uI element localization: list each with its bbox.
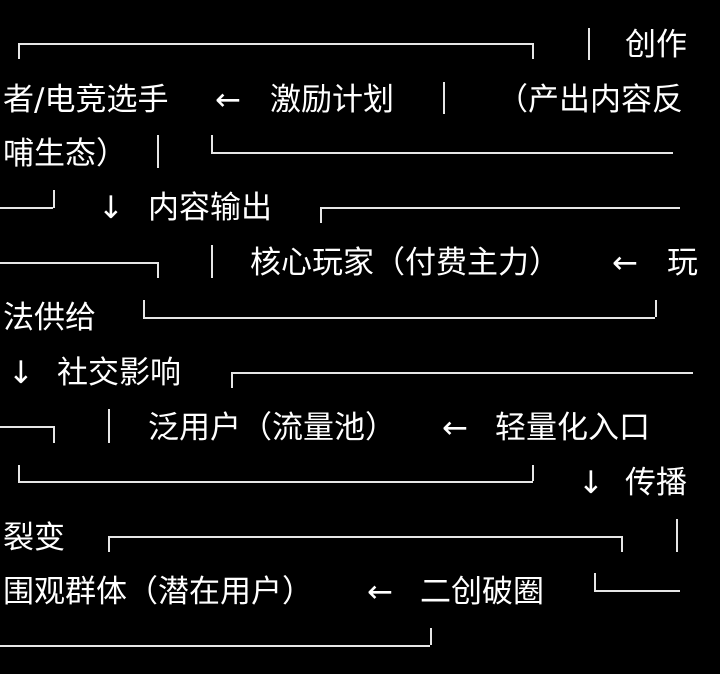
box-side-bar: [588, 28, 590, 60]
node-label: （产出内容反: [497, 82, 683, 118]
box-corner-tick: [594, 573, 596, 590]
edge-label: 二创破圈: [420, 574, 544, 610]
arrow-down-icon: ↓: [98, 190, 124, 226]
box-corner-tick: [532, 465, 534, 481]
box-corner-tick: [211, 135, 213, 152]
box-bottom-line: [594, 590, 680, 592]
arrow-down-icon: ↓: [578, 465, 604, 501]
box-corner-tick: [53, 190, 55, 208]
box-corner-tick: [143, 300, 145, 317]
box-bottom-line: [143, 317, 655, 319]
edge-label: 传播: [625, 465, 687, 501]
box-top-line: [320, 207, 680, 209]
box-top-line: [18, 43, 533, 45]
box-side-bar: [157, 135, 159, 168]
node-label: 者/电竞选手: [3, 82, 169, 118]
box-corner-tick: [53, 426, 55, 443]
box-corner-tick: [18, 43, 20, 59]
box-top-line: [231, 372, 693, 374]
arrow-left-icon: ←: [612, 245, 638, 281]
edge-label: 法供给: [3, 300, 96, 336]
node-label: 泛用户（流量池）: [148, 410, 396, 446]
box-side-bar: [211, 245, 213, 278]
arrow-left-icon: ←: [215, 82, 241, 118]
box-corner-tick: [18, 465, 20, 481]
edge-label: 激励计划: [270, 82, 394, 118]
arrow-down-icon: ↓: [8, 355, 34, 391]
box-corner-tick: [320, 207, 322, 223]
box-bottom-line: [18, 481, 533, 483]
node-label: 哺生态）: [3, 136, 127, 172]
arrow-left-icon: ←: [442, 410, 468, 446]
box-bottom-line: [0, 645, 430, 647]
box-side-bar: [676, 519, 678, 552]
box-top-line: [0, 426, 53, 428]
edge-label: 轻量化入口: [495, 410, 650, 446]
box-corner-tick: [430, 628, 432, 645]
box-bottom-line: [211, 152, 673, 154]
arrow-left-icon: ←: [367, 574, 393, 610]
box-corner-tick: [621, 536, 623, 552]
box-top-line: [0, 262, 157, 264]
box-corner-tick: [108, 536, 110, 552]
edge-label: 裂变: [3, 520, 65, 556]
box-corner-tick: [655, 300, 657, 317]
node-label: 围观群体（潜在用户）: [3, 574, 313, 610]
edge-label: 社交影响: [57, 355, 181, 391]
node-label: 核心玩家（付费主力）: [250, 245, 560, 281]
box-corner-tick: [157, 262, 159, 278]
edge-label: 玩: [667, 245, 698, 281]
box-bottom-line: [0, 207, 53, 209]
edge-label: 内容输出: [148, 190, 272, 226]
box-side-bar: [108, 409, 110, 443]
box-corner-tick: [231, 372, 233, 388]
box-side-bar: [443, 82, 445, 114]
node-label: 创作: [625, 27, 687, 63]
box-top-line: [108, 536, 622, 538]
box-corner-tick: [532, 43, 534, 59]
